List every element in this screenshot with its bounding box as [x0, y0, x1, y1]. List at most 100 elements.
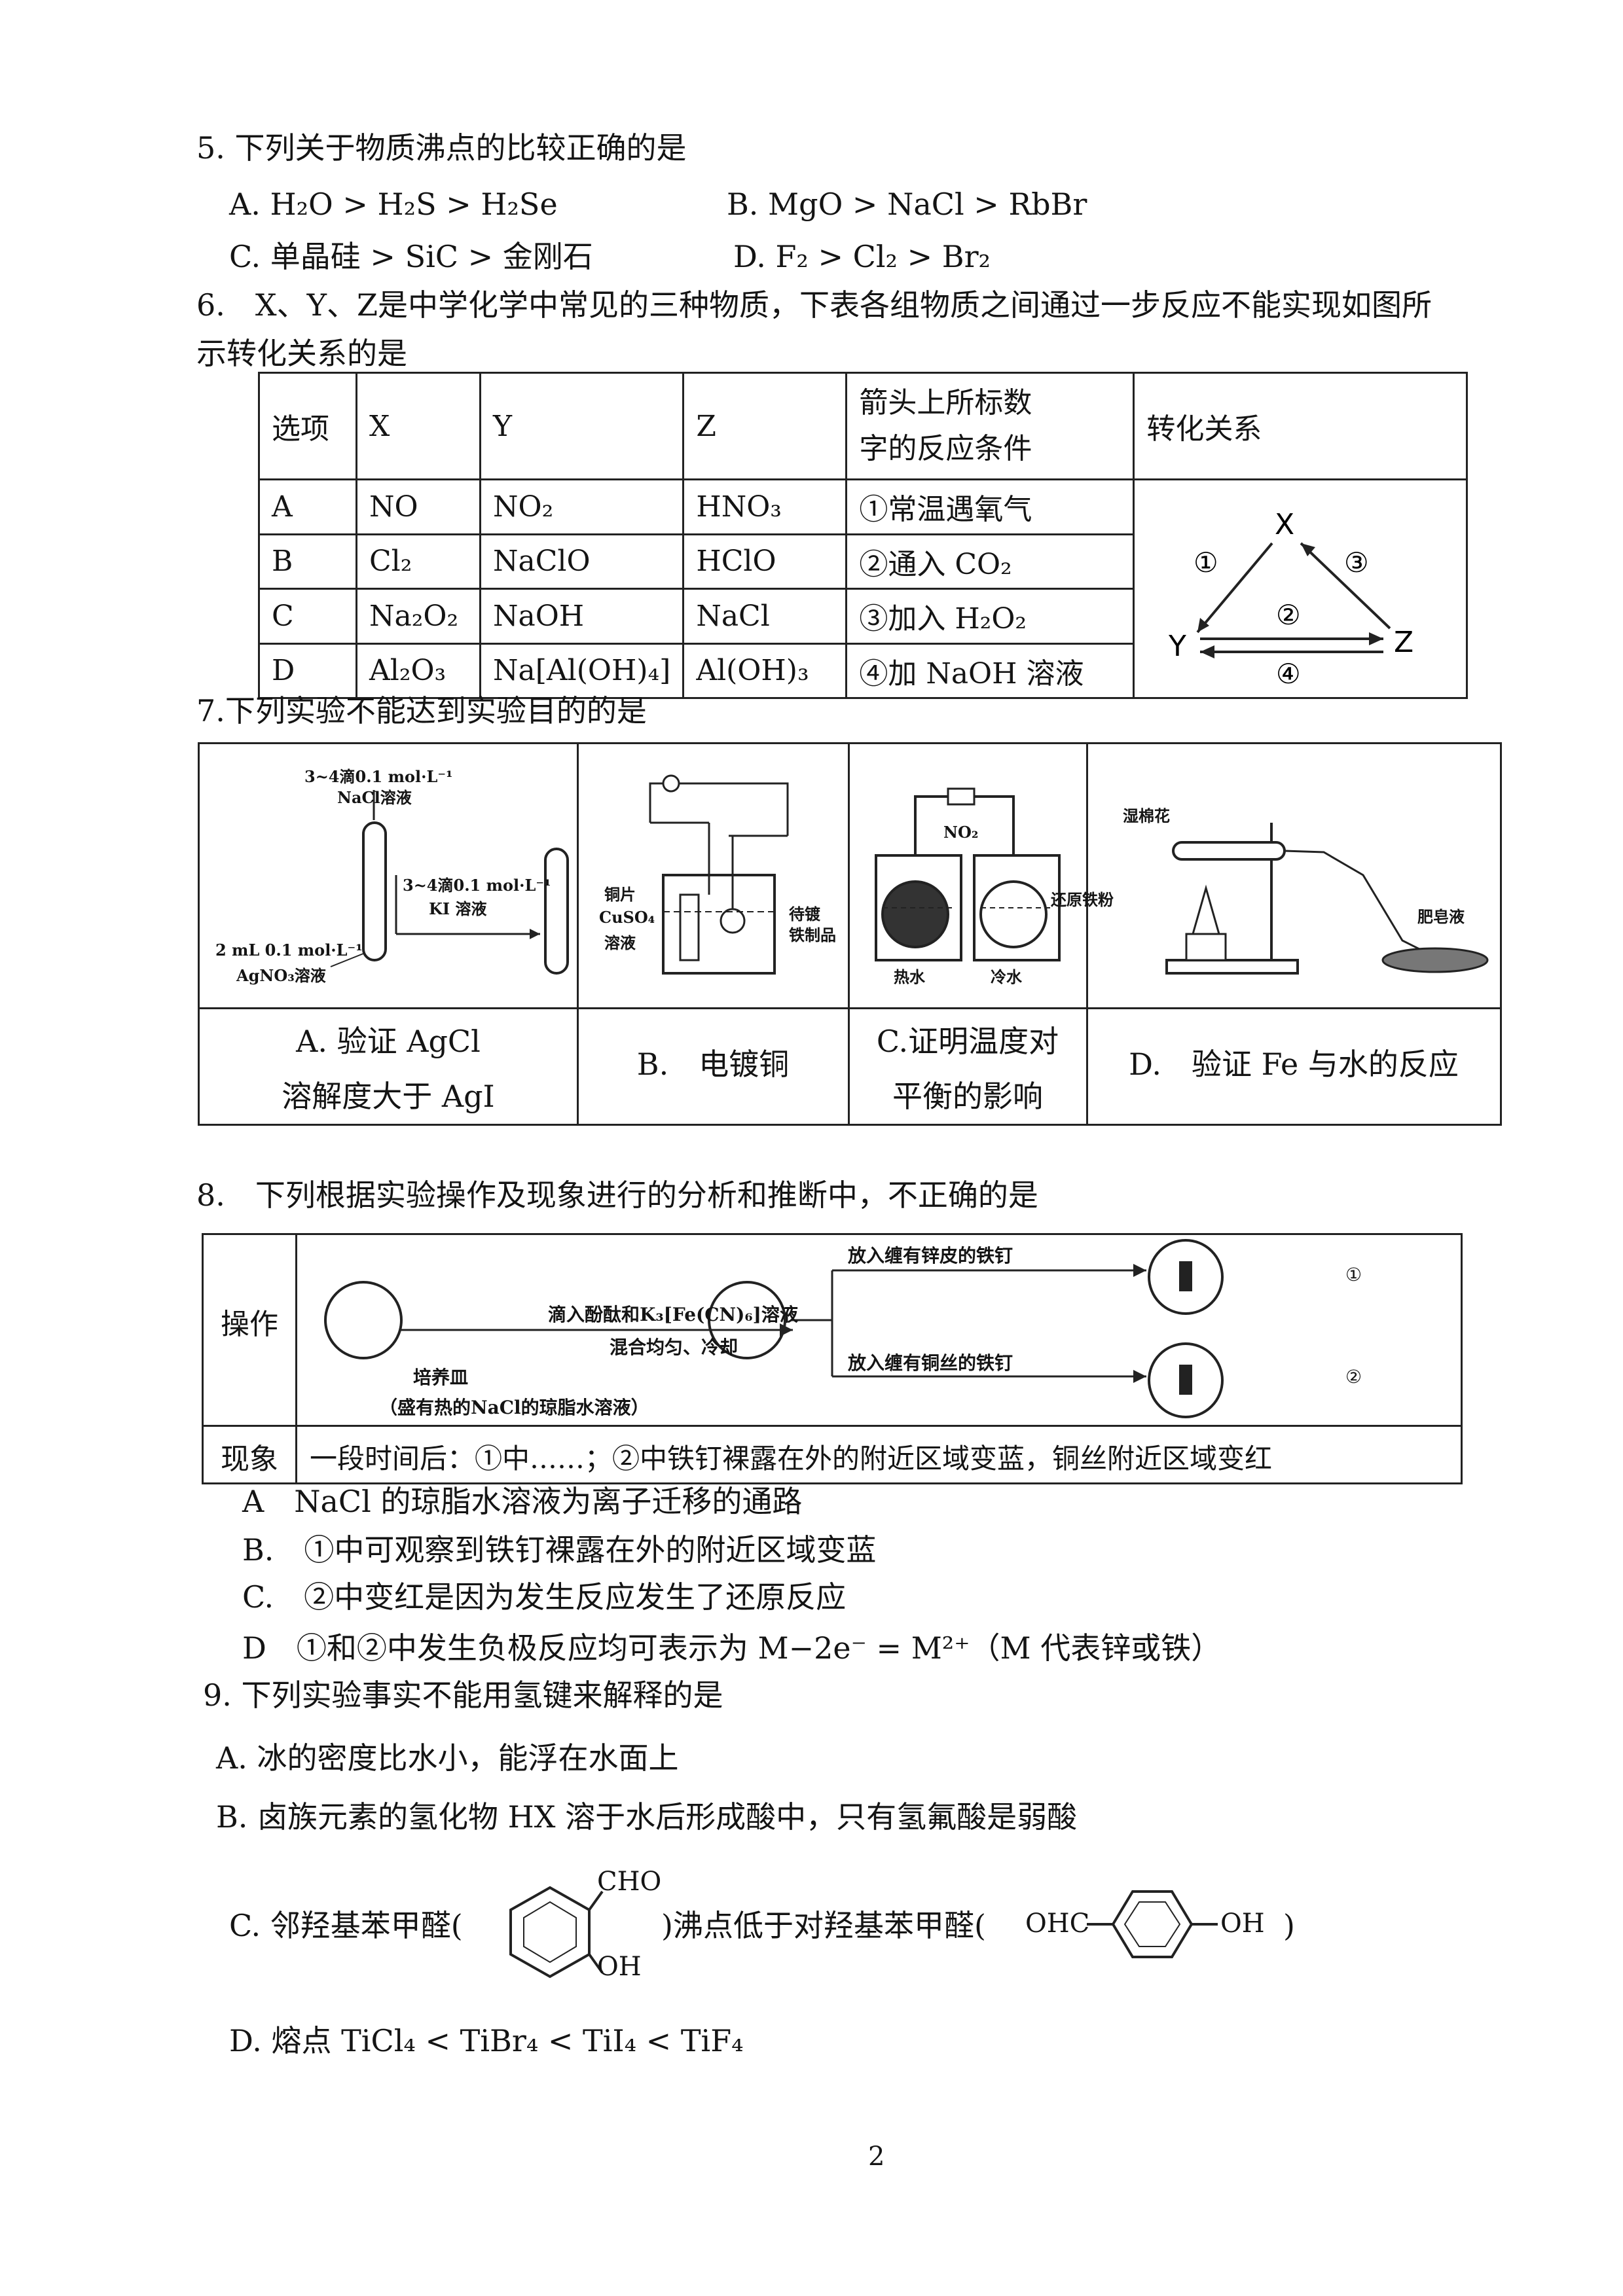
delivery-tube [1284, 850, 1429, 955]
ring-inner-bonds [1123, 1901, 1181, 1947]
c-label-cold-water: 冷水 [991, 967, 1022, 986]
bond-cho [588, 1890, 604, 1911]
a-label-nacl: NaCl溶液 [337, 788, 412, 807]
cell-condition: ③加入 H₂O₂ [845, 588, 1135, 645]
table-header-row: 选项 X Y Z 箭头上所标数 字的反应条件 转化关系 [258, 372, 1468, 480]
power-source-icon [662, 774, 680, 793]
table-row: B Cl₂ NaClO HClO ②通入 CO₂ [258, 533, 1467, 590]
q5-option-a: A. H₂O > H₂S > H₂Se [229, 187, 558, 222]
iron-object-icon [720, 908, 746, 934]
arrowhead-icon [1369, 632, 1384, 645]
cell-z: Al(OH)₃ [682, 642, 848, 699]
q9-option-c-middle: )沸点低于对羟基苯甲醛( [661, 1908, 986, 1943]
q8-arrow-top-label: 滴入酚酞和K₃[Fe(CN)₆]溶液 [548, 1304, 798, 1325]
test-tube-2-icon [544, 848, 569, 975]
c-label-no2: NO₂ [943, 823, 979, 842]
cell-option: A [258, 478, 357, 535]
b-label-solution: 溶液 [604, 933, 636, 952]
q9-option-b: B. 卤族元素的氢化物 HX 溶于水后形成酸中，只有氢氟酸是弱酸 [216, 1799, 1078, 1835]
dark-flask-icon [881, 880, 949, 948]
b-label-to-plate: 待镀 [789, 905, 820, 924]
q6-stem-line1: 6. X、Y、Z是中学化学中常见的三种物质，下表各组物质之间通过一步反应不能实现… [196, 287, 1432, 323]
header-relation: 转化关系 [1133, 372, 1468, 480]
table-row: C Na₂O₂ NaOH NaCl ③加入 H₂O₂ [258, 588, 1467, 645]
q7-option-b-label: B. 电镀铜 [636, 1047, 790, 1082]
cell-y: NaClO [479, 533, 685, 590]
header-z: Z [682, 372, 848, 480]
q7-stem: 7.下列实验不能达到实验目的的是 [196, 693, 647, 728]
cell-y: Na[Al(OH)₄] [479, 642, 685, 699]
header-y: Y [479, 372, 685, 480]
q7-option-d-label: D. 验证 Fe 与水的反应 [1129, 1047, 1459, 1082]
cell-x: Cl₂ [356, 533, 481, 590]
label-1: ① [1194, 547, 1218, 579]
experiment-a-drawing [330, 790, 569, 975]
test-tube-1-icon [362, 821, 387, 961]
q8-stem: 8. 下列根据实验操作及现象进行的分析和推断中，不正确的是 [196, 1177, 1038, 1213]
q8-option-b: B. ①中可观察到铁钉裸露在外的附近区域变蓝 [242, 1532, 877, 1568]
bond-oh [588, 1953, 604, 1974]
q8-experiment-box: 操作 现象 滴入酚酞和K₃[Fe(CN)₆]溶液 混合均匀、冷却 培养皿 （盛有… [202, 1233, 1463, 1484]
d-label-iron-powder: 还原铁粉 [1051, 890, 1114, 909]
a-label-ki-drops: 3~4滴0.1 mol·L⁻¹ [403, 876, 551, 895]
col-divider [1086, 744, 1088, 1124]
a-label-agno3-amount: 2 mL 0.1 mol·L⁻¹ [215, 941, 363, 960]
q9-option-c-suffix: ) [1283, 1908, 1295, 1943]
table-row: A NO NO₂ HNO₃ ①常温遇氧气 X Y Z ① ③ ② ④ [258, 478, 1468, 699]
q7-option-c-line1: C.证明温度对 [876, 1024, 1059, 1059]
col-divider [848, 744, 850, 1124]
arrowhead-icon [1200, 645, 1215, 658]
q7-option-c-label: C.证明温度对 平衡的影响 [850, 1014, 1085, 1124]
cell-option: C [258, 588, 357, 645]
cell-x: Na₂O₂ [356, 588, 481, 645]
triangle-diagram: X Y Z ① ③ ② ④ [1168, 508, 1413, 690]
q8-phenomenon-text: 一段时间后：①中……；②中铁钉裸露在外的附近区域变蓝，铜丝附近区域变红 [310, 1443, 1273, 1475]
q8-arrow-bottom-label: 混合均匀、冷却 [610, 1336, 739, 1358]
q8-option-a: A NaCl 的琼脂水溶液为离子迁移的通路 [242, 1484, 803, 1519]
test-tube-icon [1172, 841, 1286, 861]
q7-option-c-line2: 平衡的影响 [892, 1079, 1043, 1114]
arrowhead-icon [1197, 618, 1210, 632]
label-2: ② [1276, 599, 1301, 631]
experiment-b-drawing [649, 774, 789, 975]
cell-z: NaCl [682, 588, 848, 645]
q8-diagram [324, 1239, 1224, 1418]
q8-dish-note: （盛有热的NaCl的琼脂水溶液） [379, 1397, 649, 1418]
stand-base [1165, 959, 1299, 975]
petri-dish-icon [324, 1281, 403, 1359]
q6-table: 选项 X Y Z 箭头上所标数 字的反应条件 转化关系 A NO NO₂ HNO… [258, 372, 1468, 699]
q8-branch-1-label: 放入缠有锌皮的铁钉 [848, 1245, 1013, 1266]
q6-stem-line2: 示转化关系的是 [196, 336, 407, 371]
experiment-d-drawing [1165, 823, 1489, 975]
q8-option-d: D ①和②中发生负极反应均可表示为 M−2e⁻ = M²⁺（M 代表锌或铁） [242, 1630, 1222, 1666]
q8-operation-label: 操作 [221, 1308, 278, 1341]
clamp-icon [947, 787, 976, 806]
cell-option: B [258, 533, 357, 590]
wire [649, 782, 789, 836]
q9-stem: 9. 下列实验事实不能用氢键来解释的是 [203, 1677, 723, 1713]
ortho-oh-label: OH [597, 1952, 642, 1982]
row-divider [204, 1425, 1461, 1427]
q9-option-d: D. 熔点 TiCl₄ < TiBr₄ < TiI₄ < TiF₄ [229, 2023, 744, 2058]
flame-icon [1192, 884, 1220, 935]
q5-stem: 5. 下列关于物质沸点的比较正确的是 [196, 130, 687, 166]
table-row: D Al₂O₃ Na[Al(OH)₄] Al(OH)₃ ④加 NaOH 溶液 [258, 642, 1467, 699]
q5-option-b: B. MgO > NaCl > RbBr [727, 187, 1087, 222]
q5-option-d: D. F₂ > Cl₂ > Br₂ [733, 239, 991, 274]
hot-water-beaker-icon [875, 854, 962, 961]
experiment-c-drawing [875, 787, 1061, 961]
header-option: 选项 [258, 372, 357, 480]
q8-mark-1: ① [1345, 1264, 1362, 1285]
para-oh-label: OH [1220, 1909, 1265, 1939]
q7-option-a-line2: 溶解度大于 AgI [282, 1079, 495, 1114]
q8-mark-2: ② [1345, 1366, 1362, 1388]
arrowhead-icon [1133, 1370, 1146, 1383]
q8-option-c: C. ②中变红是因为发生反应发生了还原反应 [242, 1579, 847, 1615]
arrow-x-to-y [1196, 542, 1273, 634]
cell-relation-diagram: X Y Z ① ③ ② ④ [1133, 478, 1468, 699]
q9-option-c-prefix: C. 邻羟基苯甲醛( [229, 1908, 463, 1943]
arrowhead-icon [530, 929, 540, 939]
page-number: 2 [868, 2142, 885, 2172]
cell-condition: ②通入 CO₂ [845, 533, 1135, 590]
cold-water-beaker-icon [973, 854, 1061, 961]
